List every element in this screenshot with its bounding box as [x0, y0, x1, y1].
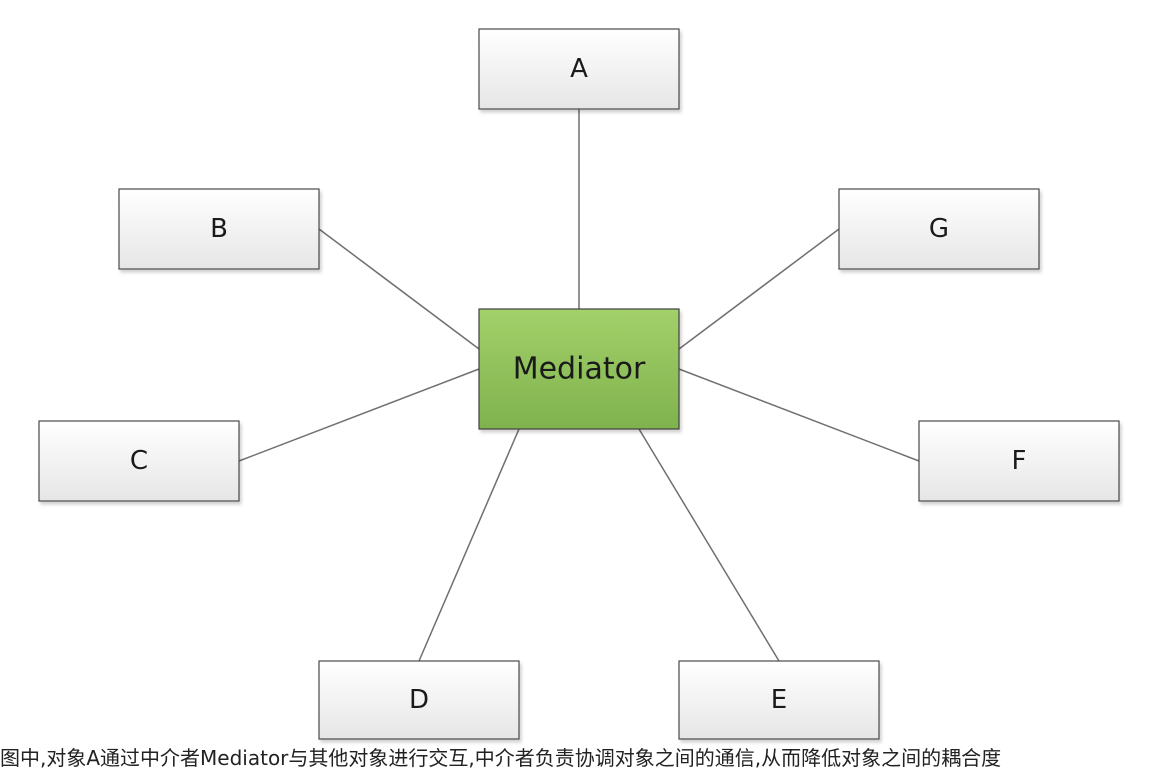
node-f-label: F	[1012, 446, 1027, 476]
mediator-node: Mediator	[478, 308, 680, 430]
footer-caption: 图中,对象A通过中介者Mediator与其他对象进行交互,中介者负责协调对象之间…	[0, 748, 1002, 770]
edge-mediator-f	[678, 368, 920, 462]
node-a: A	[478, 28, 680, 110]
mediator-label: Mediator	[513, 352, 646, 387]
edge-mediator-e	[638, 428, 780, 662]
node-e-label: E	[771, 685, 787, 715]
node-g: G	[838, 188, 1040, 270]
connectors	[238, 109, 920, 662]
node-a-label: A	[570, 54, 588, 84]
edge-mediator-c	[238, 368, 480, 462]
node-g-label: G	[929, 214, 949, 244]
node-d-label: D	[409, 685, 429, 715]
node-b: B	[118, 188, 320, 270]
node-f: F	[918, 420, 1120, 502]
edge-mediator-g	[678, 228, 840, 350]
edge-mediator-d	[418, 428, 520, 662]
node-d: D	[318, 660, 520, 740]
node-e: E	[678, 660, 880, 740]
node-c: C	[38, 420, 240, 502]
node-c-label: C	[130, 446, 148, 476]
edge-mediator-b	[318, 228, 480, 350]
node-b-label: B	[210, 214, 228, 244]
